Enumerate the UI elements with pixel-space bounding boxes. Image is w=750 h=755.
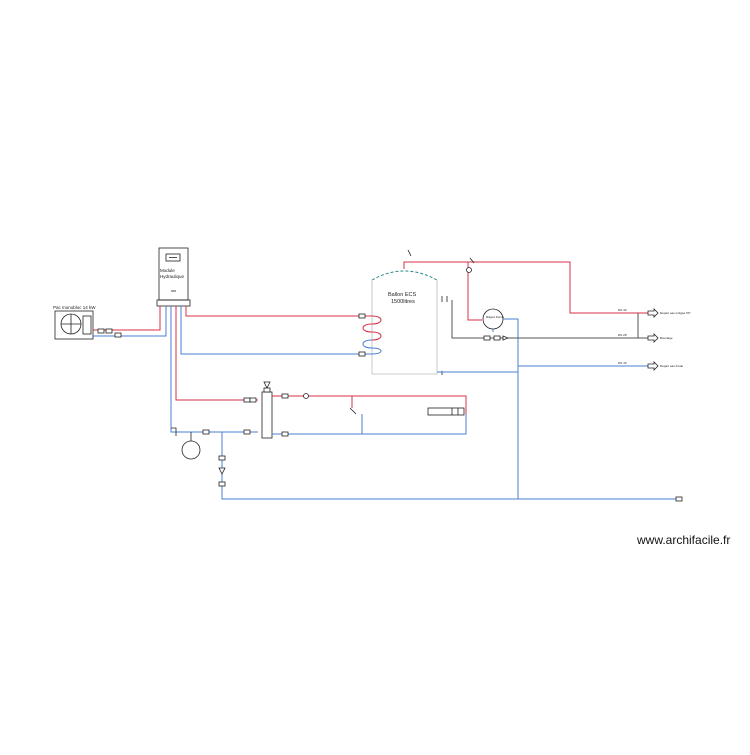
check-valve-top	[466, 267, 472, 273]
heat-pump-label: Pac monobloc 14 kW	[53, 305, 96, 310]
pipe-lower-return	[170, 306, 258, 433]
pipe-coil-return	[180, 306, 372, 355]
mixing-valve	[482, 308, 504, 330]
outlet-arrows	[647, 308, 659, 371]
module-label-2: Hydraulique	[160, 274, 185, 279]
plate-exchanger	[261, 381, 273, 439]
tank-label-2: 1500litres	[391, 299, 415, 305]
hp-valves	[97, 328, 122, 338]
coil-hot	[362, 315, 382, 341]
mixing-valve-label: Mitigeur thermo	[486, 315, 505, 319]
expansion-vessel	[181, 440, 201, 460]
drain-valve	[349, 407, 357, 415]
pipe-hot-outlet	[403, 261, 648, 314]
pipe-hp-supply	[93, 306, 161, 331]
pipe-coil-supply	[185, 306, 372, 317]
outlet-label-1: Départ eau mitigée 50°	[660, 311, 692, 315]
watermark: www.archifacile.fr	[637, 533, 731, 547]
heat-pump-unit	[54, 310, 94, 340]
hydraulic-module	[156, 247, 191, 307]
pipe-recirculation	[451, 300, 648, 339]
outlet-label-2: Bouclage	[660, 336, 673, 340]
valve-top	[469, 257, 475, 264]
coil-valve-1	[358, 313, 366, 319]
tank-side-valves	[441, 296, 448, 375]
dn-label-3: DN 40	[618, 361, 627, 365]
pipe-lower-supply	[175, 306, 258, 401]
flow-device	[427, 407, 465, 416]
exchanger-valves	[281, 393, 309, 437]
coil-valve-2	[358, 351, 366, 357]
loop-valves	[483, 335, 510, 341]
pipe-feed	[221, 432, 518, 500]
pipe-cold-main	[503, 318, 676, 500]
main-inlet-valve	[675, 496, 683, 502]
outlet-label-3: Départ eau froide	[660, 364, 684, 368]
feed-valves	[218, 455, 226, 487]
pipe-exchanger-hot	[272, 395, 467, 414]
coil-cold	[362, 339, 382, 355]
pipe-to-mixer-hot	[467, 262, 482, 321]
pipe-exchanger-cold	[272, 414, 467, 435]
module-label-1: Module	[160, 268, 175, 273]
air-vent-1	[407, 249, 412, 257]
dn-label-1: DN 40	[618, 308, 627, 312]
dn-label-2: DN 28	[618, 333, 627, 337]
dhw-tank	[371, 270, 438, 375]
tank-label-1: Ballon ECS	[388, 292, 416, 298]
lower-valves	[171, 397, 257, 436]
